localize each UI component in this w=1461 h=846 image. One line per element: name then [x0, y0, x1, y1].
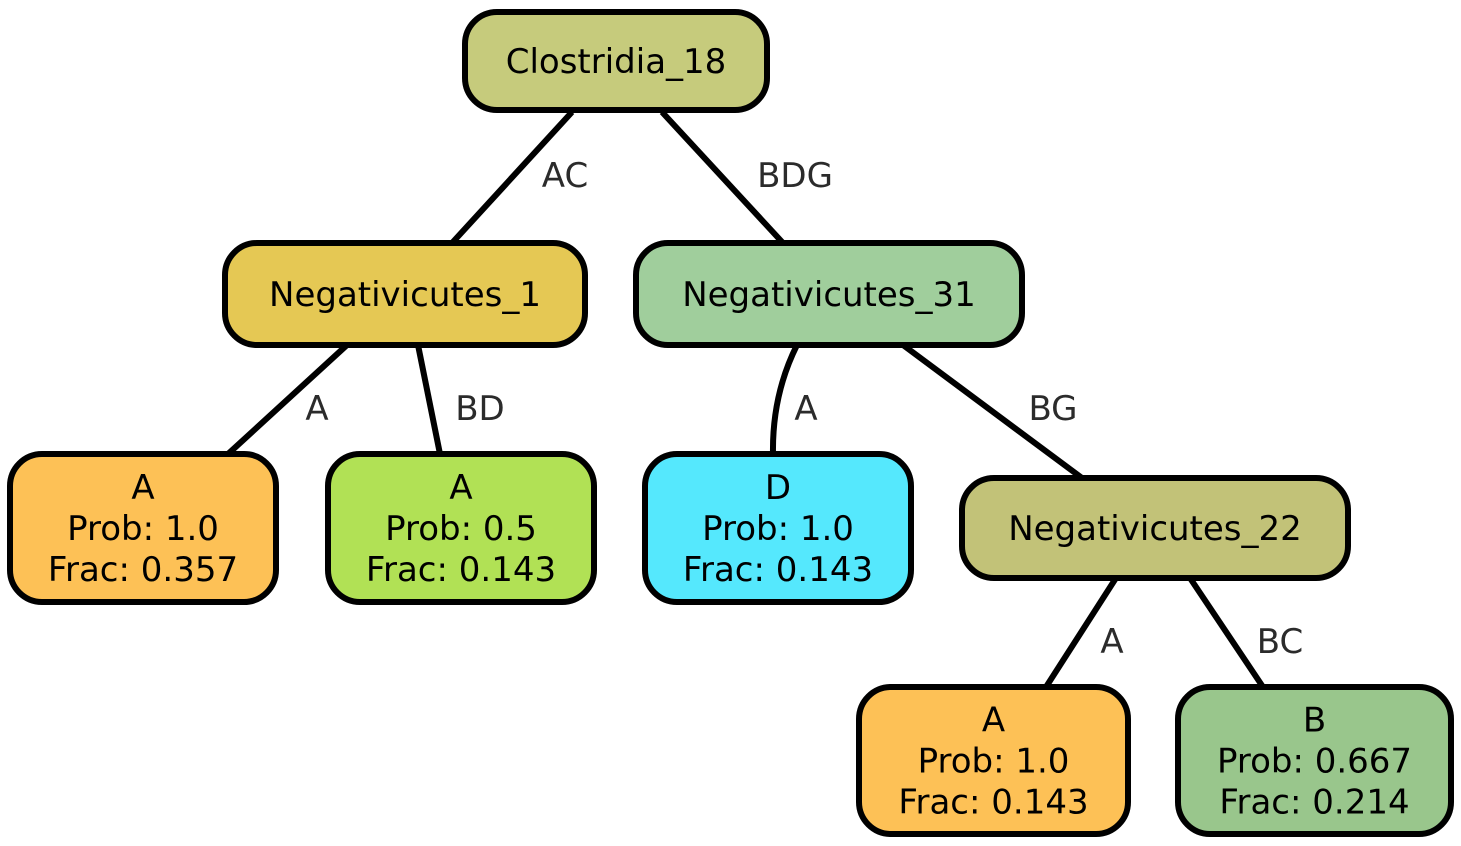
node-box	[325, 451, 597, 605]
leaf-prob-label: Prob: 0.5	[385, 509, 537, 549]
node-box	[1175, 684, 1454, 837]
node-box	[462, 9, 770, 113]
edge-line	[1187, 576, 1266, 689]
edge-line	[659, 109, 786, 246]
edge-label: A	[1100, 622, 1123, 662]
leaf-frac-label: Frac: 0.357	[48, 550, 238, 590]
edge-line	[901, 342, 1084, 481]
node-box	[642, 451, 914, 605]
leaf-class-label: B	[1303, 701, 1326, 741]
edge-line	[225, 342, 350, 457]
node-box	[633, 240, 1025, 348]
tree-node-neg22: Negativicutes_22	[959, 475, 1351, 581]
edge-label: BC	[1257, 622, 1303, 662]
edge-line	[769, 343, 800, 455]
edge-neg1-leafA1: A	[225, 342, 350, 457]
leaf-prob-label: Prob: 1.0	[702, 509, 854, 549]
leaf-class-label: A	[982, 701, 1005, 741]
leaf-class-label: A	[449, 468, 472, 508]
edge-label: AC	[542, 156, 588, 196]
node-box	[959, 475, 1351, 581]
edge-root-neg31: BDG	[659, 109, 833, 246]
leaf-prob-label: Prob: 1.0	[67, 509, 219, 549]
leaf-frac-label: Frac: 0.143	[366, 550, 556, 590]
leaf-class-label: A	[131, 468, 154, 508]
leaf-frac-label: Frac: 0.143	[683, 550, 873, 590]
node-box	[856, 684, 1131, 837]
node-box	[7, 451, 279, 605]
leaf-prob-label: Prob: 0.667	[1217, 742, 1412, 782]
edge-neg22-leafB: BC	[1187, 576, 1303, 689]
edge-neg1-leafA2: BD	[415, 344, 505, 455]
edge-line	[449, 109, 575, 246]
node-name-label: Negativicutes_31	[682, 275, 976, 315]
edge-neg22-leafA3: A	[1043, 576, 1124, 689]
node-name-label: Negativicutes_1	[269, 275, 541, 315]
edge-neg31-leafD: A	[769, 343, 818, 455]
edge-line	[415, 344, 443, 455]
edge-line	[1043, 576, 1119, 689]
node-box	[222, 240, 588, 348]
edge-root-neg1: AC	[449, 109, 588, 246]
edge-label: BG	[1028, 389, 1077, 429]
edge-label: BDG	[757, 156, 833, 196]
leaf-frac-label: Frac: 0.143	[898, 783, 1088, 823]
edge-label: A	[305, 389, 328, 429]
tree-node-neg31: Negativicutes_31	[633, 240, 1025, 348]
edge-label: A	[794, 389, 817, 429]
leaf-frac-label: Frac: 0.214	[1219, 783, 1409, 823]
edge-neg31-neg22: BG	[901, 342, 1084, 481]
edge-label: BD	[455, 389, 505, 429]
leaf-class-label: D	[765, 468, 791, 508]
leaf-prob-label: Prob: 1.0	[918, 742, 1070, 782]
node-name-label: Negativicutes_22	[1008, 509, 1302, 549]
tree-node-root: Clostridia_18	[462, 9, 770, 113]
tree-node-neg1: Negativicutes_1	[222, 240, 588, 348]
node-name-label: Clostridia_18	[506, 42, 727, 82]
